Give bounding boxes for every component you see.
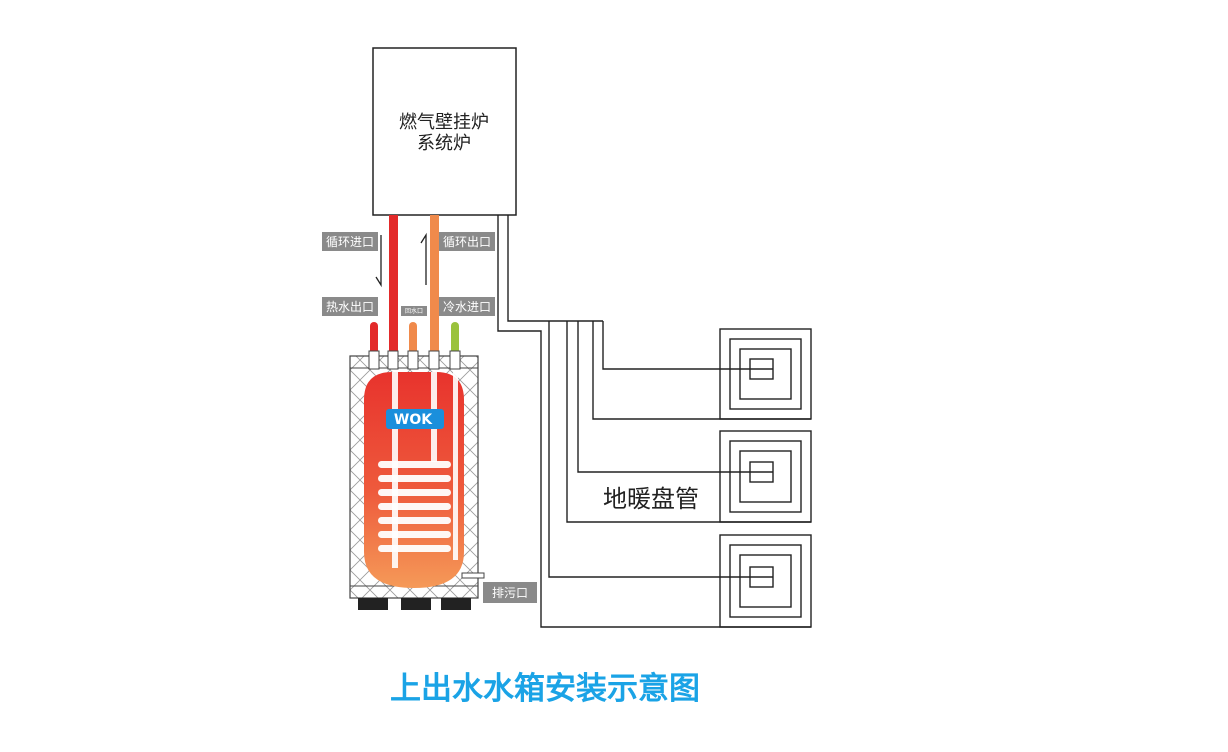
pipe-tags: 循环进口 循环出口 热水出口 冷水进口 回水口 排污口 (322, 232, 537, 603)
hot-supply-pipe (389, 215, 398, 355)
water-tank: WOK (349, 350, 485, 610)
tag-circulation-inlet-text: 循环进口 (326, 235, 374, 249)
return-pipe (430, 215, 439, 355)
hot-water-outlet-pipe (370, 322, 378, 355)
tag-drain (483, 582, 537, 603)
diagram-caption: 上出水水箱安装示意图 (390, 671, 700, 707)
tank-foot (401, 598, 431, 610)
floor-heating-pipes (497, 215, 811, 628)
floor-heating-coils (719, 328, 812, 628)
brand-logo (386, 409, 444, 429)
boiler-label-line1: 燃气壁挂炉 (399, 112, 489, 133)
floor-heating-label: 地暖盘管 (603, 485, 699, 513)
tag-drain-text: 排污口 (492, 586, 528, 600)
tag-cold-water-inlet (439, 297, 495, 316)
tag-circulation-outlet (439, 232, 495, 251)
heating-coil (378, 461, 451, 552)
coil-panel-2 (719, 430, 812, 523)
brand-logo-text: WOK (394, 412, 433, 428)
drain-pipe (461, 572, 485, 579)
boiler-unit: 燃气壁挂炉 系统炉 (372, 47, 517, 216)
boiler-label-line2: 系统炉 (417, 133, 471, 154)
tag-small-port (401, 306, 427, 316)
tag-circulation-inlet (322, 232, 378, 251)
coil-panel-3 (719, 534, 812, 628)
small-port-pipe (409, 322, 417, 355)
cold-water-inlet-pipe (451, 322, 459, 355)
tank-foot (358, 598, 388, 610)
tag-cold-water-inlet-text: 冷水进口 (443, 300, 491, 314)
tank-foot (441, 598, 471, 610)
tag-circulation-outlet-text: 循环出口 (443, 235, 491, 249)
coil-panel-1 (719, 328, 812, 420)
flow-arrows (375, 232, 427, 288)
down-arrow-icon (375, 235, 382, 288)
boiler-box (372, 47, 517, 216)
up-arrow-icon (420, 232, 427, 285)
tag-hot-water-outlet (322, 297, 378, 316)
tag-small-port-text: 回水口 (405, 307, 423, 315)
tag-hot-water-outlet-text: 热水出口 (326, 300, 374, 314)
tank-pipes (370, 215, 459, 355)
